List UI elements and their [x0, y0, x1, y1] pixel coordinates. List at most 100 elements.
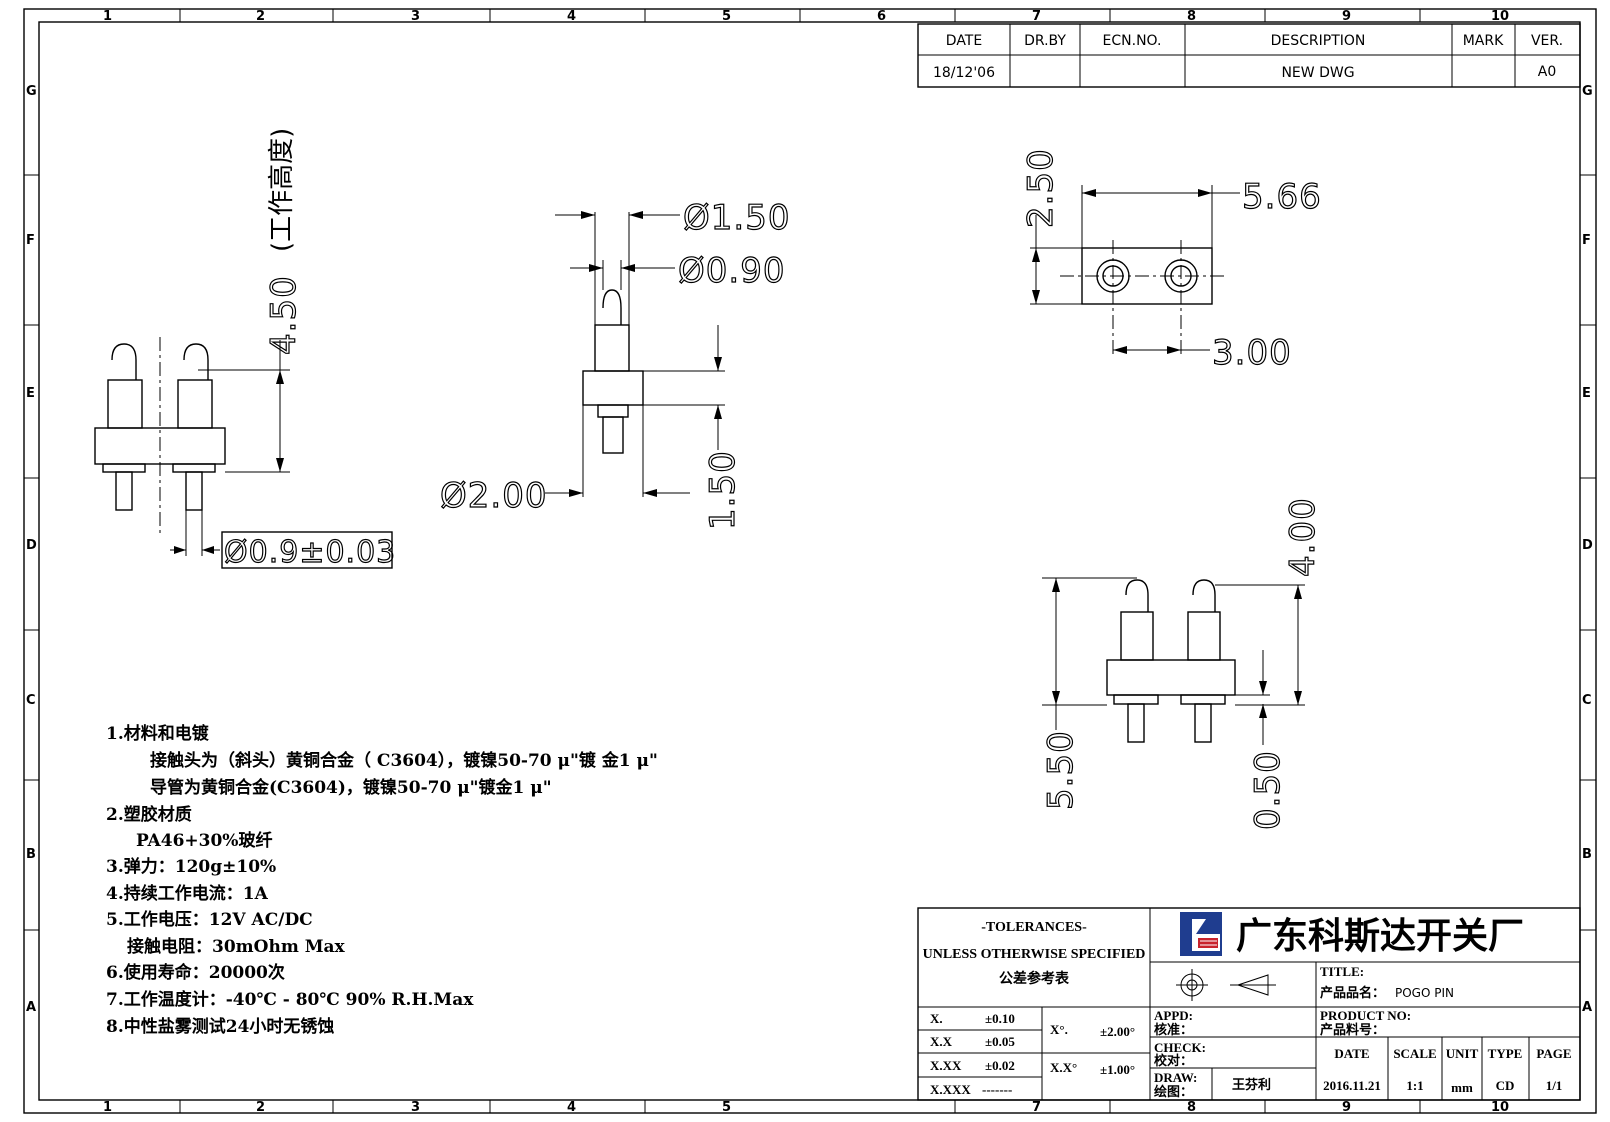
meta-header-type: TYPE	[1488, 1046, 1523, 1061]
dim-2-50: 2.50	[1021, 148, 1061, 228]
note-line: 接触电阻：30mOhm Max	[127, 936, 346, 957]
outer-border	[23, 8, 1597, 1114]
projection-symbol-icon	[1176, 969, 1276, 1001]
company-logo	[1180, 912, 1222, 956]
middle-view-single-pin	[545, 211, 725, 497]
tolerances-title: -TOLERANCES-	[981, 920, 1087, 935]
zone-row-label: D	[26, 538, 37, 553]
zone-col-label: 3	[411, 1100, 420, 1115]
meta-header-page: PAGE	[1536, 1046, 1571, 1061]
dim-5-66: 5.66	[1242, 177, 1322, 217]
zone-col-label: 7	[1032, 9, 1041, 24]
zone-row-label: C	[26, 693, 36, 708]
revision-block: DATE DR.BY ECN.NO. DESCRIPTION MARK VER.…	[917, 23, 1581, 88]
zone-row-label: B	[1582, 847, 1592, 862]
meta-header-unit: UNIT	[1446, 1046, 1479, 1061]
top-view-housing	[1030, 185, 1240, 358]
technical-notes: 1.材料和电镀 接触头为（斜头）黄铜合金（ C3604），镀镍50-70 μ"镀…	[106, 723, 658, 1037]
zone-col-label: 2	[256, 9, 265, 24]
dim-1-50-tail: 1.50	[703, 450, 743, 530]
zone-col-label: 6	[877, 9, 886, 24]
meta-page-value: 1/1	[1546, 1078, 1563, 1093]
tol-label: X.XXX	[930, 1082, 971, 1097]
zone-row-label: E	[26, 386, 35, 401]
product-name-value: POGO PIN	[1395, 986, 1454, 1000]
zone-ticks	[24, 9, 1596, 1113]
tol-value: ±0.05	[985, 1034, 1015, 1049]
zone-col-label: 8	[1187, 9, 1196, 24]
rev-header-mark: MARK	[1463, 33, 1504, 49]
zone-col-label: 4	[567, 1100, 576, 1115]
zone-row-label: D	[1582, 538, 1593, 553]
zone-row-label: F	[1582, 233, 1591, 248]
tol-value: -------	[982, 1082, 1012, 1097]
zone-col-label: 8	[1187, 1100, 1196, 1115]
note-line: 8.中性盐雾测试24小时无锈蚀	[106, 1016, 334, 1037]
dim-dia-0-90: Ø0.90	[678, 251, 785, 291]
dim-5-50: 5.50	[1041, 730, 1081, 810]
tol-value: ±0.10	[985, 1011, 1015, 1026]
note-line: 2.塑胶材质	[106, 804, 192, 825]
zone-col-label: 1	[103, 9, 112, 24]
dim-dia-1-50: Ø1.50	[683, 198, 790, 238]
note-line: 4.持续工作电流：1A	[106, 883, 269, 904]
zone-col-label: 2	[256, 1100, 265, 1115]
zone-col-label: 3	[411, 9, 420, 24]
rev-header-description: DESCRIPTION	[1271, 33, 1366, 49]
dim-3-00: 3.00	[1212, 333, 1292, 373]
zone-row-label: A	[1582, 1000, 1592, 1015]
zone-col-label: 5	[722, 1100, 731, 1115]
meta-date-value: 2016.11.21	[1323, 1078, 1381, 1093]
drawer-name: 王芬利	[1232, 1077, 1271, 1092]
zone-row-label: E	[1582, 386, 1591, 401]
rev-header-date: DATE	[946, 33, 982, 49]
left-view-two-pins	[94, 337, 393, 569]
company-name: 广东科斯达开关厂	[1236, 916, 1524, 957]
dim-dia-2-00: Ø2.00	[440, 476, 547, 516]
dim-pin-dia-tolerance: Ø0.9±0.03	[224, 535, 396, 570]
zone-col-label: 10	[1491, 1100, 1509, 1115]
tolerances-subtitle: UNLESS OTHERWISE SPECIFIED	[923, 947, 1146, 962]
note-line: 接触头为（斜头）黄铜合金（ C3604），镀镍50-70 μ"镀 金1 μ"	[150, 750, 658, 771]
title-block	[917, 907, 1581, 1101]
meta-unit-value: mm	[1451, 1080, 1473, 1095]
tol-label: X.	[930, 1011, 943, 1026]
meta-type-value: CD	[1496, 1078, 1515, 1093]
rev-date-value: 18/12'06	[933, 65, 995, 81]
appd-label: APPD:	[1154, 1008, 1193, 1023]
zone-col-label: 4	[567, 9, 576, 24]
title-label: TITLE:	[1320, 964, 1364, 979]
product-no-cn: 产品料号：	[1320, 1022, 1385, 1037]
zone-row-label: F	[26, 233, 35, 248]
zone-col-label: 9	[1342, 1100, 1351, 1115]
dim-4-00: 4.00	[1283, 497, 1323, 577]
note-line: PA46+30%玻纤	[136, 830, 272, 851]
tol-value: ±0.02	[985, 1058, 1015, 1073]
zone-row-label: A	[26, 1000, 36, 1015]
zone-col-label: 9	[1342, 9, 1351, 24]
angle-value: ±1.00°	[1100, 1062, 1135, 1077]
tol-label: X.X	[930, 1034, 953, 1049]
rev-header-drby: DR.BY	[1024, 33, 1066, 49]
zone-labels-top: 1 2 3 4 5 6 7 8 9 10	[103, 9, 1509, 24]
draw-label: DRAW:	[1154, 1070, 1197, 1085]
meta-header-date: DATE	[1334, 1046, 1369, 1061]
dim-0-50: 0.50	[1248, 750, 1288, 830]
right-view-two-pins	[1042, 577, 1305, 745]
note-line: 导管为黄铜合金(C3604)，镀镍50-70 μ"镀金1 μ"	[150, 777, 552, 798]
draw-cn: 绘图：	[1154, 1084, 1193, 1099]
note-line: 5.工作电压：12V AC/DC	[106, 909, 313, 930]
meta-header-scale: SCALE	[1393, 1046, 1436, 1061]
rev-header-ecn: ECN.NO.	[1103, 33, 1162, 49]
zone-row-label: G	[1582, 84, 1593, 99]
tol-label: X.XX	[930, 1058, 962, 1073]
zone-row-label: B	[26, 847, 36, 862]
dim-4-50: 4.50	[264, 275, 304, 355]
rev-header-ver: VER.	[1531, 33, 1563, 49]
zone-labels-left: G F E D C B A	[26, 84, 37, 1015]
meta-scale-value: 1:1	[1406, 1078, 1423, 1093]
zone-row-label: C	[1582, 693, 1592, 708]
product-name-label: 产品品名：	[1320, 985, 1385, 1000]
zone-row-label: G	[26, 84, 37, 99]
